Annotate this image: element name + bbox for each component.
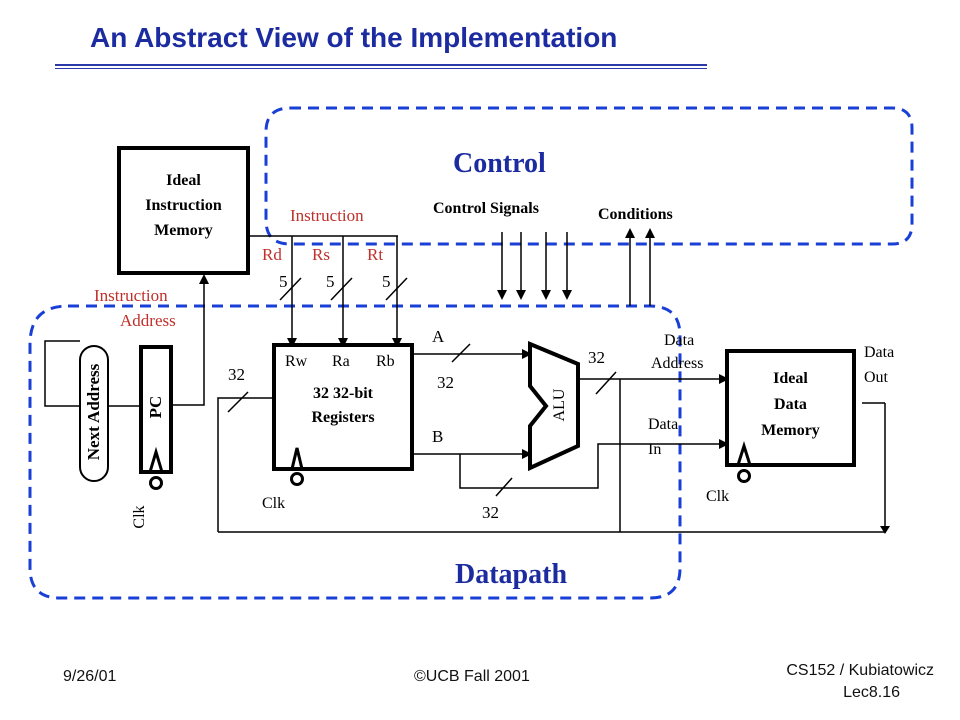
data-in-arrowhead — [719, 439, 729, 449]
alu-shape — [528, 341, 580, 472]
data-out-arrowhead — [880, 526, 890, 534]
data-memory-line1: Ideal — [773, 370, 808, 387]
footer-copyright: ©UCB Fall 2001 — [414, 668, 530, 685]
rs-width: 5 — [326, 272, 335, 291]
data-address-arrowhead — [719, 374, 729, 384]
bus-b-arrowhead — [522, 449, 532, 459]
instruction-memory-line2: Instruction — [145, 197, 222, 214]
register-clk-triangle — [290, 447, 304, 470]
rs-label: Rs — [312, 245, 330, 264]
title-underline — [55, 64, 707, 66]
data-out-line1: Data — [864, 344, 895, 361]
rt-width-mark — [385, 277, 408, 301]
condition-arrowheads — [625, 228, 655, 238]
data-memory-line3: Memory — [761, 422, 820, 439]
footer-date: 9/26/01 — [63, 668, 117, 685]
data-memory-line2: Data — [774, 396, 807, 413]
datapath-heading: Datapath — [455, 559, 568, 590]
register-clk-label: Clk — [262, 495, 286, 512]
register-ra-label: Ra — [332, 353, 350, 370]
bus-b-width: 32 — [482, 503, 499, 522]
next-address-box — [79, 345, 109, 482]
register-file-line1: 32 32-bit — [313, 385, 373, 402]
alu-label: ALU — [551, 388, 568, 422]
instruction-memory-box — [117, 146, 250, 275]
next-address-label: Next Address — [84, 363, 103, 461]
rd-label: Rd — [262, 245, 282, 264]
data-out-line2: Out — [864, 369, 888, 386]
writeback-width: 32 — [228, 365, 245, 384]
data-memory-box — [725, 349, 856, 467]
bus-a-width: 32 — [437, 373, 454, 392]
footer-course: CS152 / Kubiatowicz — [786, 662, 934, 679]
data-memory-clk-triangle — [736, 441, 752, 466]
rs-width-mark — [330, 277, 353, 301]
data-address-line1: Data — [664, 332, 695, 349]
control-signals-label: Control Signals — [433, 200, 539, 217]
register-file-line2: Registers — [311, 409, 375, 426]
register-rw-label: Rw — [285, 353, 308, 370]
data-in-line1: Data — [648, 416, 679, 433]
next-address-loop — [44, 340, 80, 407]
title-underline-thin — [55, 68, 707, 69]
instruction-memory-line3: Memory — [154, 222, 213, 239]
rd-width-mark — [279, 277, 302, 301]
writeback-width-mark — [227, 391, 249, 413]
instruction-address-bus — [171, 282, 205, 406]
rt-label: Rt — [367, 245, 384, 264]
bus-b-width-mark — [495, 477, 513, 497]
footer-lecture: Lec8.16 — [843, 684, 900, 701]
instruction-memory-line1: Ideal — [166, 172, 201, 189]
data-address-line2: Address — [651, 355, 704, 372]
data-memory-clk-bubble — [737, 469, 751, 483]
instruction-label: Instruction — [290, 206, 364, 225]
data-in-line2: In — [648, 441, 662, 458]
data-memory-clk-label: Clk — [706, 488, 730, 505]
instruction-address-line2: Address — [120, 311, 176, 330]
bus-a-label: A — [432, 327, 445, 346]
control-region — [264, 106, 914, 246]
rt-width: 5 — [382, 272, 391, 291]
alu-output-width-mark — [595, 371, 617, 395]
slide-title: An Abstract View of the Implementation — [90, 22, 618, 53]
bus-b-label: B — [432, 427, 444, 446]
control-signal-arrowheads — [497, 290, 572, 300]
pc-clk-bubble — [149, 476, 163, 490]
datapath-region — [28, 304, 682, 600]
pc-label: PC — [146, 395, 165, 419]
data-in-bus — [459, 443, 725, 489]
instruction-address-line1: Instruction — [94, 286, 168, 305]
instruction-address-arrowhead — [199, 274, 209, 284]
register-clk-bubble — [290, 472, 304, 486]
rd-width: 5 — [279, 272, 288, 291]
conditions-label: Conditions — [598, 206, 673, 223]
register-rb-label: Rb — [376, 353, 395, 370]
writeback-bus — [217, 397, 274, 532]
alu-output-width: 32 — [588, 348, 605, 367]
pc-clk-label: Clk — [131, 505, 148, 529]
control-heading: Control — [453, 148, 546, 179]
bus-a-width-mark — [451, 343, 471, 363]
pc-clk-triangle — [148, 446, 164, 473]
bus-a-arrowhead — [522, 349, 532, 359]
